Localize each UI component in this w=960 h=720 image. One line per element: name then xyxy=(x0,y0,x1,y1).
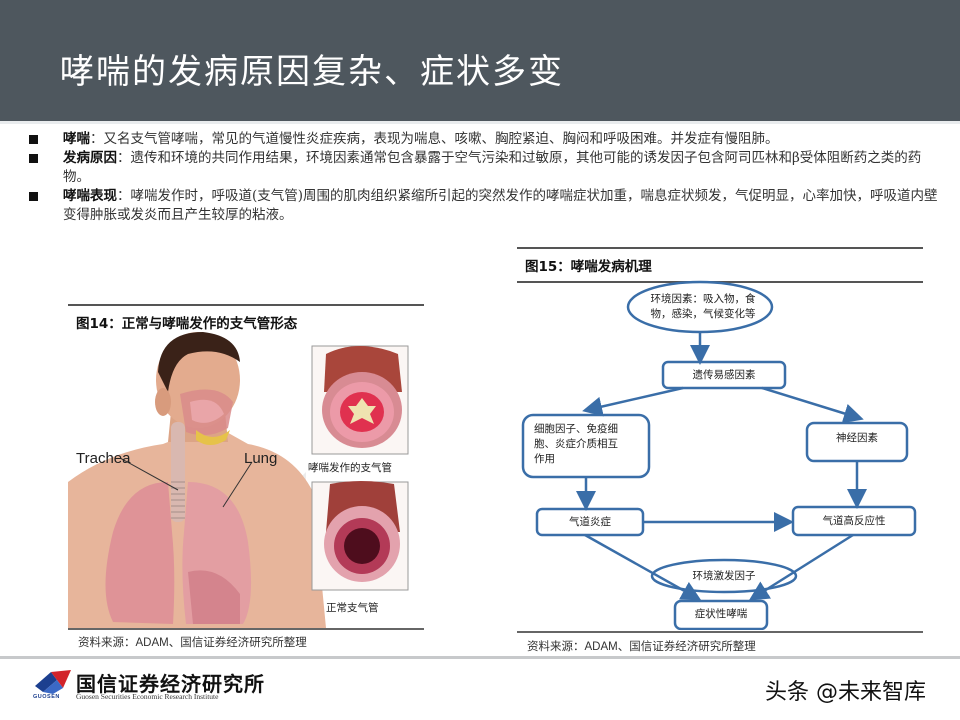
bullet-text: ：遗传和环境的共同作用结果，环境因素通常包含暴露于空气污染和过敏原，其他可能的诱… xyxy=(63,150,922,185)
asthma-mechanism-flowchart xyxy=(521,280,917,630)
normal-bronchus-caption: 正常支气管 xyxy=(326,602,379,614)
anatomy-image xyxy=(68,332,409,628)
header-divider xyxy=(0,121,960,124)
figure-15-bottom-rule xyxy=(517,631,923,633)
figure-14-source: 资料来源：ADAM、国信证券经济研究所整理 xyxy=(78,635,307,649)
square-bullet-icon xyxy=(29,154,38,163)
figure-15-source: 资料来源：ADAM、国信证券经济研究所整理 xyxy=(527,639,756,653)
bullet-causes: 发病原因：遗传和环境的共同作用结果，环境因素通常包含暴露于空气污染和过敏原，其他… xyxy=(25,149,945,187)
node-environmental-factors: 环境因素：吸入物，食 物，感染，气候变化等 xyxy=(650,293,756,320)
node-neural-factors: 神经因素 xyxy=(836,432,878,444)
bullet-text: ：哮喘发作时，呼吸道(支气管)周围的肌肉组织紧缩所引起的突然发作的哮喘症状加重，… xyxy=(63,188,938,223)
asthma-bronchus-caption: 哮喘发作的支气管 xyxy=(308,462,392,474)
org-name-cn: 国信证券经济研究所 xyxy=(76,672,265,696)
figure-15: 图15：哮喘发病机理 xyxy=(517,247,923,283)
figure-15-title: 图15：哮喘发病机理 xyxy=(517,247,923,283)
anatomy-illustration: Trachea Lung 哮喘发作的支气管 正常支气管 xyxy=(68,332,424,628)
bullet-list: 哮喘：又名支气管哮喘，常见的气道慢性炎症疾病，表现为喘息、咳嗽、胸腔紧迫、胸闷和… xyxy=(25,130,945,225)
title-banner: 哮喘的发病原因复杂、症状多变 xyxy=(0,0,960,121)
bullet-term: 发病原因 xyxy=(63,150,117,166)
logo-brand-text: GUOSEN xyxy=(33,694,60,700)
asthma-bronchus-inset xyxy=(311,345,409,455)
guosen-logo-icon xyxy=(35,670,71,694)
normal-bronchus-inset xyxy=(311,481,409,591)
trachea-label: Trachea xyxy=(76,450,131,467)
bullet-term: 哮喘 xyxy=(63,131,90,147)
square-bullet-icon xyxy=(29,135,38,144)
node-airway-inflammation: 气道炎症 xyxy=(569,516,611,528)
watermark: 头条 @未来智库 xyxy=(765,680,926,705)
bullet-term: 哮喘表现 xyxy=(63,188,117,204)
node-airway-hyperresponsiveness: 气道高反应性 xyxy=(822,515,886,527)
node-environmental-trigger: 环境激发因子 xyxy=(692,570,756,582)
node-symptomatic-asthma: 症状性哮喘 xyxy=(694,608,748,620)
page-title: 哮喘的发病原因复杂、症状多变 xyxy=(60,52,564,92)
node-cellular-interaction: 细胞因子、免疫细 胞、炎症介质相互 作用 xyxy=(534,423,618,465)
bullet-text: ：又名支气管哮喘，常见的气道慢性炎症疾病，表现为喘息、咳嗽、胸腔紧迫、胸闷和呼吸… xyxy=(90,131,779,147)
node-genetic-susceptibility: 遗传易感因素 xyxy=(692,369,756,381)
bullet-asthma-definition: 哮喘：又名支气管哮喘，常见的气道慢性炎症疾病，表现为喘息、咳嗽、胸腔紧迫、胸闷和… xyxy=(25,130,945,149)
figure-14-bottom-rule xyxy=(68,628,424,630)
lung-label: Lung xyxy=(244,450,278,467)
org-name-en: Guosen Securities Economic Research Inst… xyxy=(76,692,219,701)
square-bullet-icon xyxy=(29,192,38,201)
footer-divider xyxy=(0,656,960,659)
bullet-symptoms: 哮喘表现：哮喘发作时，呼吸道(支气管)周围的肌肉组织紧缩所引起的突然发作的哮喘症… xyxy=(25,187,945,225)
